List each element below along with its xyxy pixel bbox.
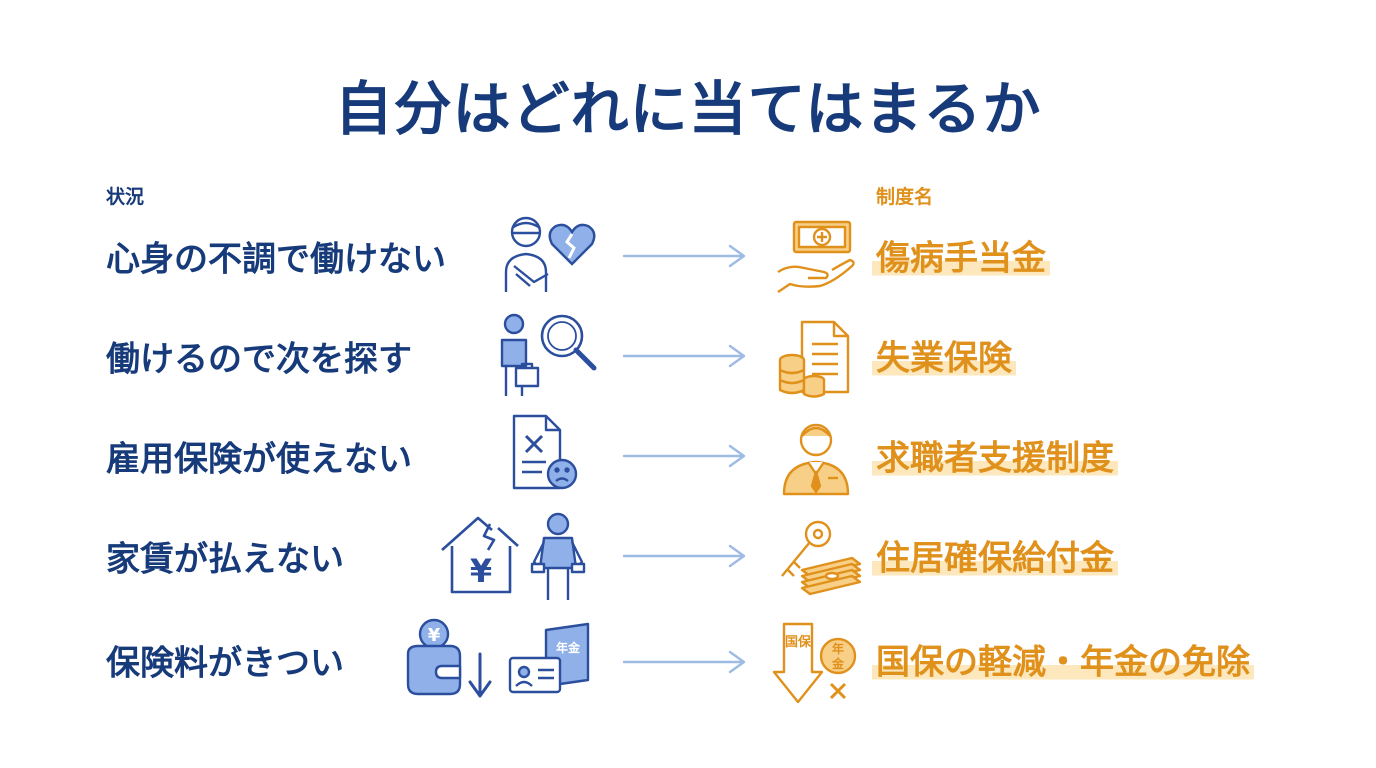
situation-label: 働けるので次を探す	[106, 339, 412, 380]
system-name: 傷病手当金	[872, 230, 1050, 280]
svg-text:金: 金	[831, 656, 845, 671]
broken-house-yen-icon: ¥	[441, 516, 519, 594]
hand-with-money-icon	[777, 220, 855, 293]
row-health: 心身の不調で働けない 傷病手当金	[0, 206, 1376, 306]
situation-label: 家賃が払えない	[106, 539, 344, 580]
row-no-insurance: 雇用保険が使えない 求職者支援制度	[0, 406, 1376, 506]
injured-person-icon	[504, 216, 549, 292]
magnifier-icon	[540, 314, 597, 371]
system-name: 国保の軽減・年金の免除	[872, 634, 1254, 684]
situation-label: 心身の不調で働けない	[106, 239, 446, 280]
system-column-header: 制度名	[876, 186, 934, 208]
arrow-right-icon	[622, 650, 746, 674]
row-premiums: 保険料がきつい ¥ 年金 国保 年 金 国保の軽減	[0, 610, 1376, 710]
situation-column-header: 状況	[106, 186, 145, 208]
document-coins-icon	[778, 320, 850, 398]
rejected-document-sad-icon	[512, 414, 578, 490]
arrow-right-icon	[622, 444, 746, 468]
system-name: 住居確保給付金	[872, 530, 1118, 580]
arrow-right-icon	[622, 244, 746, 268]
svg-text:年金: 年金	[556, 640, 581, 655]
situation-label: 雇用保険が使えない	[106, 439, 412, 480]
system-name: 失業保険	[872, 330, 1016, 380]
system-name: 求職者支援制度	[872, 430, 1118, 480]
page-title: 自分はどれに当てはまるか	[334, 75, 1042, 143]
row-job-search: 働けるので次を探す 失業保険	[0, 306, 1376, 406]
svg-text:年: 年	[832, 641, 844, 656]
broken-heart-icon	[548, 223, 596, 266]
row-rent: 家賃が払えない ¥	[0, 506, 1376, 606]
job-seeker-icon	[500, 313, 540, 396]
pension-book-card-icon: 年金	[508, 622, 590, 694]
svg-text:¥: ¥	[470, 552, 492, 590]
situation-label: 保険料がきつい	[106, 643, 344, 684]
key-money-icon	[781, 520, 862, 596]
businessman-icon	[782, 423, 850, 496]
arrow-right-icon	[622, 544, 746, 568]
kokuho-pension-down-icon: 国保 年 金	[772, 622, 857, 704]
wallet-yen-down-icon: ¥	[406, 618, 492, 698]
arrow-right-icon	[622, 344, 746, 368]
svg-text:¥: ¥	[428, 625, 441, 646]
svg-text:国保: 国保	[785, 634, 812, 650]
empty-pockets-person-icon	[530, 512, 586, 600]
